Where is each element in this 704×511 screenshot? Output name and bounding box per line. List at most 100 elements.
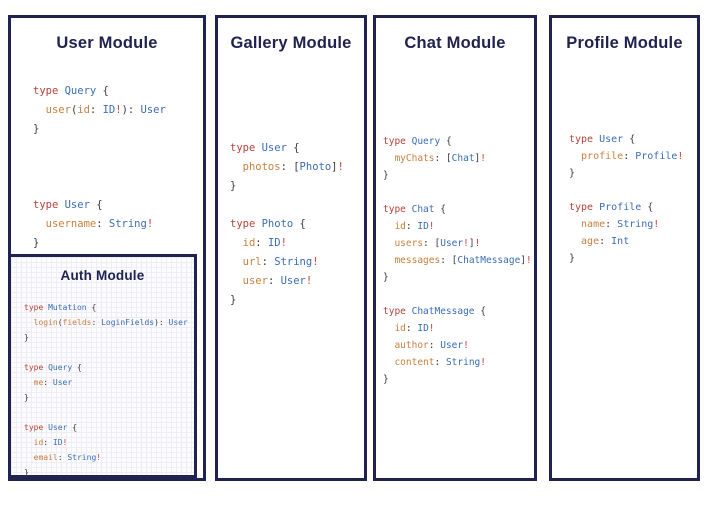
code-token: } xyxy=(24,468,29,477)
code-token: id xyxy=(383,323,406,334)
code-token: Chat xyxy=(451,153,475,164)
code-token: ! xyxy=(428,323,435,334)
code-token: ID xyxy=(417,221,429,232)
code-token: : xyxy=(89,104,103,116)
code-line xyxy=(230,196,344,215)
code-line: id: ID! xyxy=(383,218,532,235)
code-line: id: ID! xyxy=(383,320,532,337)
code-line: user(id: ID!): User xyxy=(33,101,166,120)
code-token: : xyxy=(57,453,68,462)
code-line: myChats: [Chat]! xyxy=(383,150,532,167)
code-token: } xyxy=(33,123,40,135)
code-line: } xyxy=(24,330,188,345)
gallery-module-title: Gallery Module xyxy=(230,34,352,52)
code-token: LoginFields xyxy=(101,318,155,327)
code-token: type xyxy=(230,218,262,230)
code-token: { xyxy=(299,218,306,230)
code-token: : xyxy=(43,378,53,387)
code-line: } xyxy=(569,165,683,182)
code-token: { xyxy=(440,204,446,215)
gallery-module-panel: Gallery Module type User { photos: [Phot… xyxy=(215,15,367,481)
code-token: type xyxy=(24,303,49,312)
code-line xyxy=(24,405,188,420)
code-line: } xyxy=(383,269,532,286)
code-token: ! xyxy=(677,151,684,162)
code-line: id: ID! xyxy=(24,435,188,450)
code-line: type ChatMessage { xyxy=(383,303,532,320)
code-token: { xyxy=(77,363,82,372)
code-token: id xyxy=(383,221,406,232)
code-line: } xyxy=(383,167,532,184)
code-token: { xyxy=(445,136,452,147)
code-token: type xyxy=(24,423,49,432)
code-line xyxy=(33,139,166,158)
code-token: myChats xyxy=(383,153,435,164)
code-token: ): xyxy=(154,318,169,327)
code-token: { xyxy=(96,199,103,211)
chat-module-panel: Chat Module type Query { myChats: [Chat]… xyxy=(373,15,537,481)
code-token: { xyxy=(647,202,654,213)
code-token: ! xyxy=(463,340,469,351)
code-token: Profile xyxy=(635,151,678,162)
profile-module-graphql-code: type User { profile: Profile!} type Prof… xyxy=(569,131,683,267)
code-token: username xyxy=(33,218,97,230)
code-line: } xyxy=(569,250,683,267)
code-token: type xyxy=(33,199,65,211)
code-token: id xyxy=(77,104,90,116)
code-token: User xyxy=(280,275,306,287)
code-token: ID xyxy=(102,104,116,116)
code-line: type Profile { xyxy=(569,199,683,216)
code-token: Photo xyxy=(261,218,300,230)
code-line xyxy=(24,345,188,360)
code-line: login(fields: LoginFields): User xyxy=(24,315,188,330)
code-token: ! xyxy=(337,161,344,173)
code-token: ] xyxy=(468,238,475,249)
code-token: { xyxy=(72,423,78,432)
code-token: } xyxy=(33,237,40,249)
code-line: } xyxy=(24,465,188,480)
code-token: : xyxy=(599,236,612,247)
chat-module-title: Chat Module xyxy=(404,34,506,52)
code-line: user: User! xyxy=(230,272,344,291)
code-token: : xyxy=(91,318,102,327)
code-line: type User { xyxy=(569,131,683,148)
code-token: ID xyxy=(417,323,429,334)
code-token: String xyxy=(274,256,313,268)
code-line: type Mutation { xyxy=(24,300,188,315)
code-line: } xyxy=(33,120,166,139)
code-line xyxy=(569,182,683,199)
code-token: ! xyxy=(62,438,68,447)
code-token: } xyxy=(383,374,389,385)
auth-module-panel: Auth Module type Mutation { login(fields… xyxy=(8,254,197,478)
code-token: type xyxy=(230,142,262,154)
code-token: User xyxy=(440,238,464,249)
code-token: ( xyxy=(57,318,63,327)
code-token: messages xyxy=(383,255,441,266)
code-line: type User { xyxy=(33,196,166,215)
code-token: type xyxy=(383,306,412,317)
code-token: age xyxy=(569,236,600,247)
code-line: email: String! xyxy=(24,450,188,465)
code-token: String xyxy=(617,219,654,230)
code-token: String xyxy=(67,453,97,462)
code-line: age: Int xyxy=(569,233,683,250)
code-token: { xyxy=(629,134,636,145)
code-token: id xyxy=(24,438,44,447)
code-token: ! xyxy=(526,255,532,266)
profile-module-title: Profile Module xyxy=(566,34,683,52)
code-token: { xyxy=(480,306,486,317)
code-line xyxy=(383,286,532,303)
code-line: me: User xyxy=(24,375,188,390)
code-token: User xyxy=(440,340,464,351)
code-token: fields xyxy=(62,318,92,327)
code-line: users: [User!]! xyxy=(383,235,532,252)
code-token: User xyxy=(168,318,188,327)
code-token: ! xyxy=(474,238,481,249)
code-token: ! xyxy=(115,104,122,116)
code-token: : xyxy=(267,275,281,287)
code-token: ! xyxy=(146,218,154,230)
code-token: profile xyxy=(569,151,624,162)
code-token: content xyxy=(383,357,435,368)
code-line: url: String! xyxy=(230,253,344,272)
code-token: : xyxy=(434,357,446,368)
